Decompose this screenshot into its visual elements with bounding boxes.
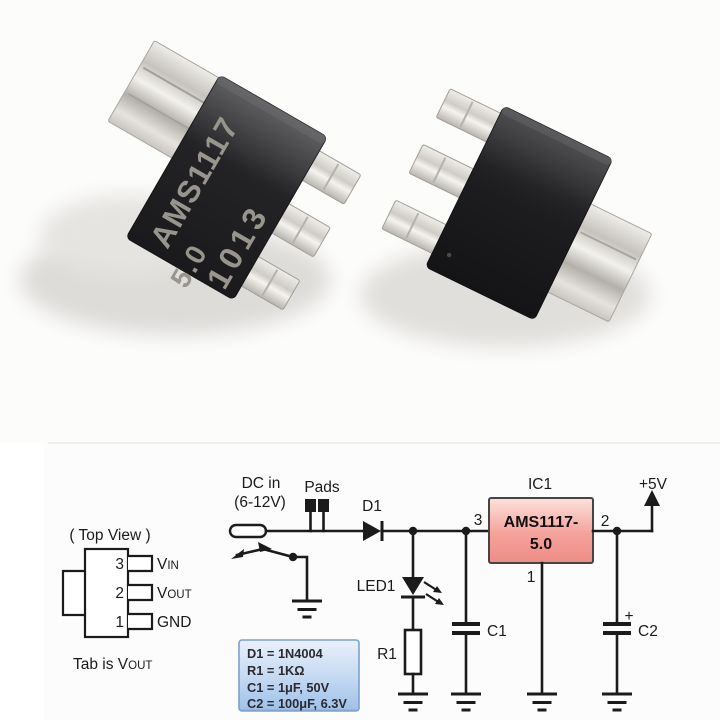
pinout-pin1-label: GND	[157, 614, 191, 631]
mold-dot	[446, 252, 452, 258]
value-line-d1: D1 = 1N4004	[247, 646, 324, 661]
ic1-box: AMS1117- 5.0	[488, 497, 594, 564]
ic1-pin2-number: 2	[601, 513, 610, 530]
pads-label: Pads	[304, 479, 340, 496]
schematic: DC in (6-12V) Pads D1 LED1 R1 C1 C2 + IC…	[228, 475, 668, 712]
pinout-pin1-number: 1	[115, 614, 124, 631]
body-gloss	[477, 105, 613, 213]
pinout-diagram: ( Top View ) 3 2 1 VIN VOUT GND Tab is V…	[61, 527, 192, 673]
photo-section: AMS1117 5.0 1013	[20, 40, 652, 347]
pinout-pin2-outline	[128, 583, 154, 602]
tab-streak	[579, 231, 637, 261]
c1-label: C1	[487, 623, 507, 640]
r1-label: R1	[377, 646, 397, 663]
pinout-body-outline	[83, 547, 130, 639]
ic1-part-line1: AMS1117-	[504, 514, 579, 531]
pads-symbol	[305, 499, 329, 533]
pinout-pin3-label: VIN	[157, 556, 179, 573]
pinout-title: ( Top View )	[69, 527, 150, 544]
diagram-section: ( Top View ) 3 2 1 VIN VOUT GND Tab is V…	[44, 442, 720, 720]
dc-in-range-label: (6-12V)	[234, 494, 286, 511]
pinout-pin2-label: VOUT	[157, 585, 192, 602]
dc-in-label: DC in	[242, 475, 281, 492]
ic1-pin3-number: 3	[474, 512, 483, 529]
ic1-part-line2: 5.0	[530, 536, 552, 553]
pinout-pin3-number: 3	[115, 556, 124, 573]
tab-streak	[128, 93, 190, 130]
value-line-c2: C2 = 100μF, 6.3V	[247, 696, 347, 711]
d1-label: D1	[362, 498, 382, 515]
ic1-label: IC1	[528, 476, 552, 493]
diagram-background	[44, 443, 720, 720]
pinout-pin1-outline	[128, 612, 154, 631]
ic1-pin1-number: 1	[527, 569, 536, 586]
output-5v-label: +5V	[639, 476, 668, 493]
values-box: D1 = 1N4004 R1 = 1KΩ C1 = 1μF, 50V C2 = …	[238, 639, 360, 712]
r1-resistor-symbol	[403, 628, 423, 676]
led1-label: LED1	[357, 578, 396, 595]
pinout-pin2-number: 2	[115, 585, 124, 602]
chip-back	[381, 88, 652, 322]
pinout-note: Tab is VOUT	[73, 656, 152, 673]
body-gloss	[185, 75, 328, 198]
chip-back-pins	[381, 88, 503, 255]
value-line-c1: C1 = 1μF, 50V	[247, 680, 330, 695]
pinout-tab-outline	[61, 569, 85, 617]
chip-front: AMS1117 5.0 1013	[108, 40, 361, 310]
value-line-r1: R1 = 1KΩ	[247, 663, 305, 678]
plus5v-arrow	[644, 490, 660, 533]
pinout-pin3-outline	[128, 554, 154, 573]
c2-label: C2	[638, 623, 658, 640]
tab-streak	[142, 66, 205, 104]
c2-plus-sign: +	[624, 608, 633, 625]
